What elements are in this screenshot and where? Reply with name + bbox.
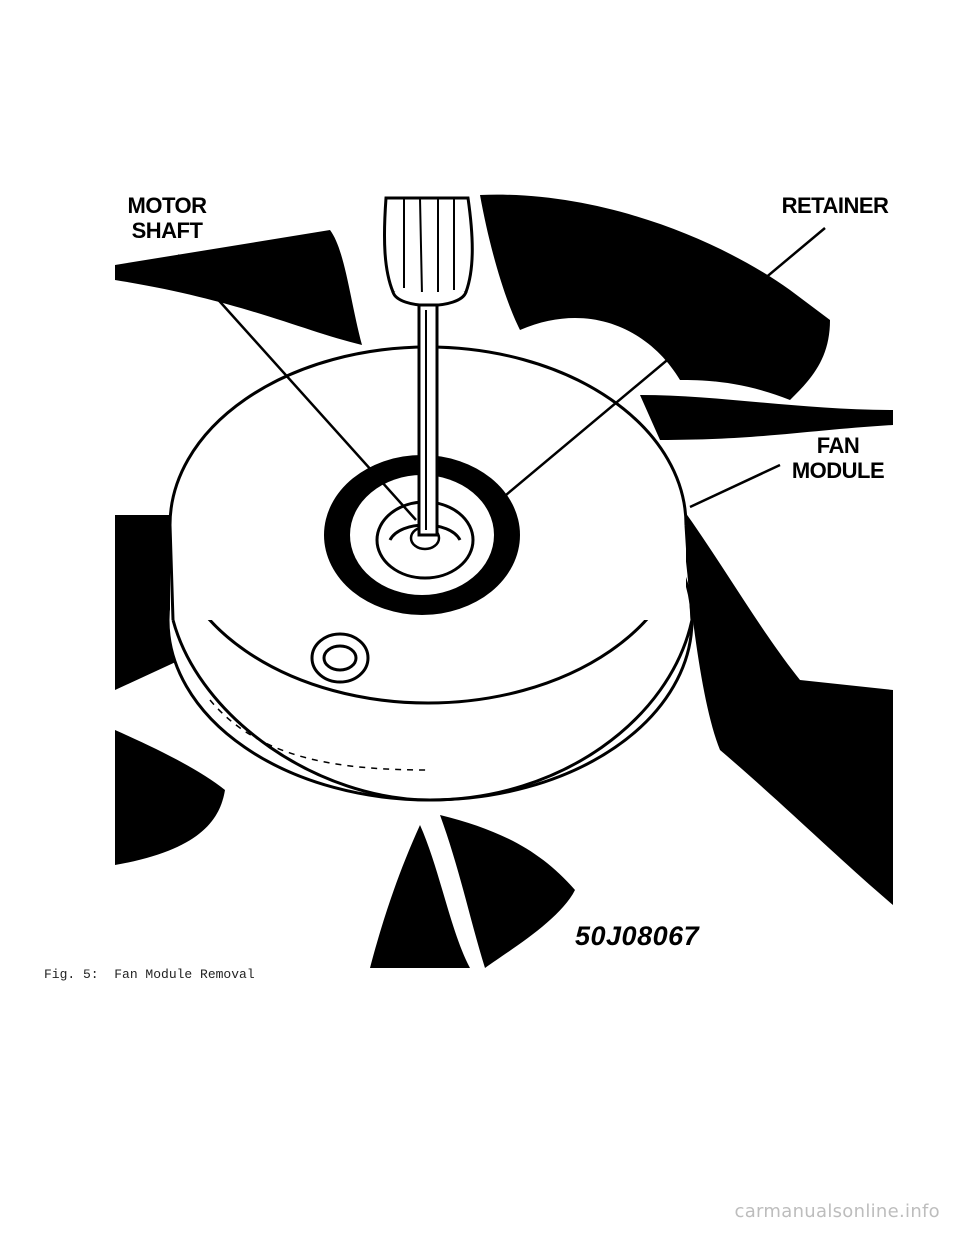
retainer-label: RETAINER bbox=[781, 193, 889, 218]
motor-shaft-label-line-1: MOTOR bbox=[127, 193, 207, 218]
site-watermark: carmanualsonline.info bbox=[734, 1201, 940, 1222]
fan-module-label-line-1: FAN bbox=[816, 433, 860, 458]
fan-module-label: FAN MODULE bbox=[783, 433, 893, 483]
fan-module-leader bbox=[689, 463, 781, 509]
motor-shaft-leader bbox=[177, 254, 417, 521]
fan-module-label-line-2: MODULE bbox=[791, 458, 885, 483]
figure-caption: Fig. 5: Fan Module Removal bbox=[44, 967, 255, 982]
motor-shaft-label-line-2: SHAFT bbox=[131, 218, 203, 243]
figure-code: 50J08067 bbox=[575, 921, 700, 951]
retainer-leader bbox=[499, 227, 826, 501]
callout-leaders bbox=[177, 227, 826, 521]
motor-shaft-label: MOTOR SHAFT bbox=[112, 193, 222, 243]
screwdriver bbox=[382, 196, 474, 537]
hub-plug bbox=[310, 632, 370, 684]
